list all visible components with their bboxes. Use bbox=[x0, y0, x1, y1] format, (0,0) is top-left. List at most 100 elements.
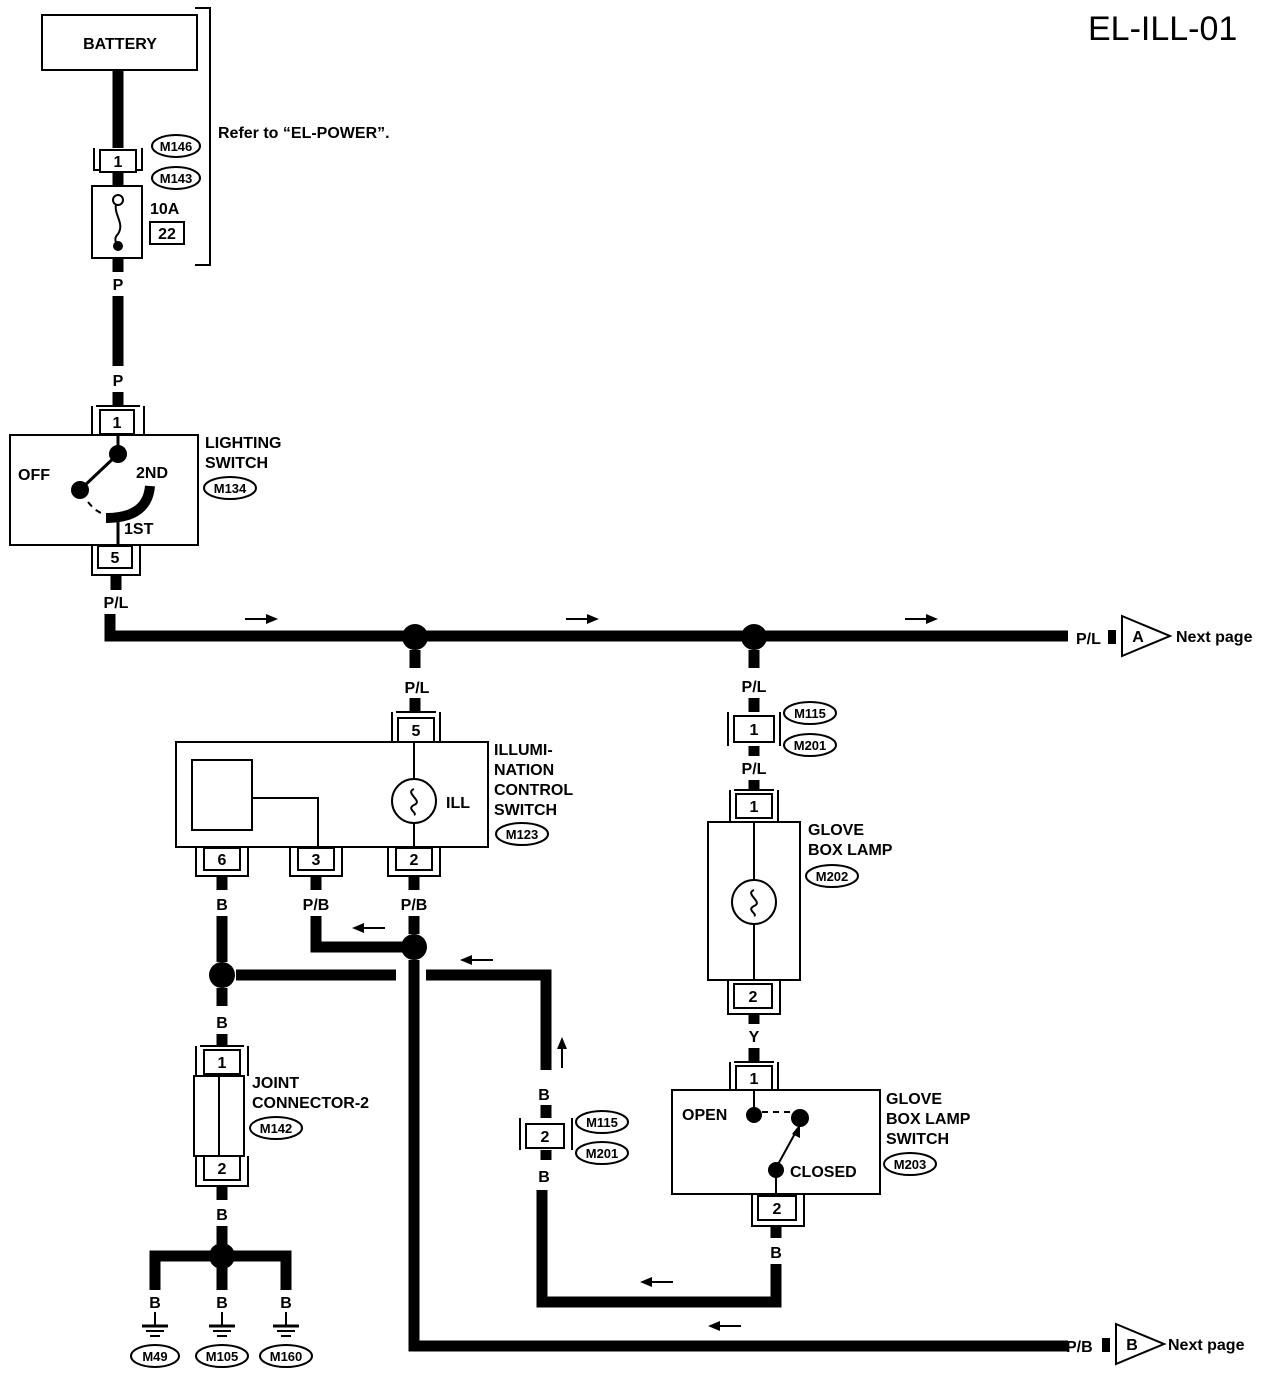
wire-label-b-joint-out: B bbox=[216, 1207, 228, 1224]
next-page-a-letter: A bbox=[1132, 629, 1144, 646]
wire-label-pl-ill: P/L bbox=[405, 680, 430, 697]
wire-label-pl-glove-a: P/L bbox=[742, 679, 767, 696]
mid-connector-m201: M201 bbox=[586, 1146, 619, 1161]
wire-label-pl-next: P/L bbox=[1076, 631, 1101, 648]
ill-lamp-label: ILL bbox=[446, 795, 470, 812]
glove-switch-name-3: SWITCH bbox=[886, 1131, 949, 1148]
glove-switch-connector: M203 bbox=[894, 1157, 927, 1172]
wire-label-y: Y bbox=[749, 1029, 760, 1046]
lighting-switch: 1 OFF 2ND 1ST LIGHTING SWITCH M134 5 bbox=[9, 405, 281, 576]
ground-m160: B M160 bbox=[259, 1295, 313, 1368]
lighting-switch-pin-out: 5 bbox=[111, 550, 120, 567]
splice-2 bbox=[741, 624, 767, 650]
joint-pin-top: 1 bbox=[218, 1055, 227, 1072]
fuse-connector: 1 M146 M143 bbox=[93, 134, 201, 190]
glove-lamp-connector: M202 bbox=[816, 869, 849, 884]
next-page-a-text: Next page bbox=[1176, 629, 1253, 646]
lighting-switch-name-1: LIGHTING bbox=[205, 435, 281, 452]
glove-switch-pin-top: 1 bbox=[750, 1071, 759, 1088]
fuse-number: 22 bbox=[158, 226, 176, 243]
ground-m160-label: M160 bbox=[270, 1349, 303, 1364]
glove-lamp: 1 GLOVE BOX LAMP M202 2 bbox=[707, 789, 893, 1015]
wire-label-b-g3: B bbox=[280, 1295, 292, 1312]
glove-connector-top-m201: M201 bbox=[794, 738, 827, 753]
fuse-connector-m143: M143 bbox=[160, 171, 193, 186]
glove-lamp-pin-top: 1 bbox=[750, 799, 759, 816]
mid-connector-pin: 2 bbox=[541, 1129, 550, 1146]
lighting-switch-name-2: SWITCH bbox=[205, 455, 268, 472]
battery: BATTERY bbox=[41, 14, 198, 71]
ill-switch-connector: M123 bbox=[506, 827, 539, 842]
wire-label-pb-next: P/B bbox=[1066, 1339, 1093, 1356]
fuse-rating: 10A bbox=[150, 201, 180, 218]
wire-pb-3-to-splice bbox=[310, 916, 404, 953]
wire-label-p-top: P bbox=[113, 277, 124, 294]
splice-1 bbox=[402, 624, 428, 650]
lighting-switch-pin-in: 1 bbox=[113, 415, 122, 432]
ground-m105-label: M105 bbox=[206, 1349, 239, 1364]
wire-label-pl-switch: P/L bbox=[104, 595, 129, 612]
diagram-code: EL-ILL-01 bbox=[1088, 10, 1237, 48]
wire-label-b-conn-top: B bbox=[538, 1087, 550, 1104]
lighting-switch-1st: 1ST bbox=[124, 521, 154, 538]
lighting-switch-2nd: 2ND bbox=[136, 465, 168, 482]
next-page-b-text: Next page bbox=[1168, 1337, 1245, 1354]
glove-switch-name-2: BOX LAMP bbox=[886, 1111, 971, 1128]
wire-label-pb-ill-3: P/B bbox=[303, 897, 330, 914]
joint-connector-id: M142 bbox=[260, 1121, 293, 1136]
flow-arrows-top bbox=[245, 614, 938, 624]
ill-switch-name-1: ILLUMI- bbox=[494, 742, 553, 759]
glove-lamp-pin-bottom: 2 bbox=[749, 989, 758, 1006]
ill-switch-pin-top: 5 bbox=[412, 723, 421, 740]
ground-m49-label: M49 bbox=[142, 1349, 167, 1364]
wire-label-b-g2: B bbox=[216, 1295, 228, 1312]
glove-switch-name-1: GLOVE bbox=[886, 1091, 942, 1108]
wire-ground-branch bbox=[149, 1250, 292, 1290]
mid-connector-m115: M115 bbox=[586, 1115, 618, 1130]
wire-label-b-g1: B bbox=[149, 1295, 161, 1312]
mid-connector: 2 M115 M201 bbox=[519, 1110, 629, 1165]
glove-connector-top-m115: M115 bbox=[794, 706, 826, 721]
splice-ground bbox=[209, 962, 235, 988]
glove-switch-pin-bottom: 2 bbox=[773, 1201, 782, 1218]
ill-switch-pin-6: 6 bbox=[218, 852, 227, 869]
next-page-b-letter: B bbox=[1126, 1337, 1138, 1354]
glove-switch-closed: CLOSED bbox=[790, 1164, 857, 1181]
wire-label-pl-glove-b: P/L bbox=[742, 761, 767, 778]
wire-label-pb-ill-2: P/B bbox=[401, 897, 428, 914]
ground-m105: B M105 bbox=[195, 1295, 249, 1368]
splice-pb bbox=[401, 934, 427, 960]
wire-label-b-ill-6: B bbox=[216, 897, 228, 914]
power-reference: Refer to “EL-POWER”. bbox=[195, 7, 390, 266]
battery-label: BATTERY bbox=[83, 36, 157, 53]
lighting-switch-connector: M134 bbox=[214, 481, 247, 496]
next-page-b: B Next page bbox=[1115, 1322, 1245, 1366]
joint-name-1: JOINT bbox=[252, 1075, 299, 1092]
glove-switch-open: OPEN bbox=[682, 1107, 727, 1124]
wire-pb-long bbox=[408, 960, 1068, 1352]
next-page-a: A Next page bbox=[1121, 614, 1253, 658]
illumination-switch: 5 ILL ILLUMI- NATION CONTROL SWITCH M123… bbox=[175, 711, 573, 877]
wire-label-b-conn-bottom: B bbox=[538, 1169, 550, 1186]
joint-name-2: CONNECTOR-2 bbox=[252, 1095, 369, 1112]
joint-connector: 1 2 JOINT CONNECTOR-2 M142 bbox=[193, 1045, 369, 1187]
joint-pin-bottom: 2 bbox=[218, 1161, 227, 1178]
glove-connector-top: 1 M115 M201 bbox=[727, 701, 837, 757]
glove-lamp-name-2: BOX LAMP bbox=[808, 842, 893, 859]
lighting-switch-off: OFF bbox=[18, 467, 50, 484]
power-reference-text: Refer to “EL-POWER”. bbox=[218, 125, 390, 142]
wire-b-return bbox=[536, 1190, 782, 1308]
fuse-connector-m146: M146 bbox=[160, 139, 193, 154]
glove-switch: 1 OPEN CLOSED GLOVE BOX LAMP SWITCH M203… bbox=[671, 1061, 971, 1227]
ill-switch-name-4: SWITCH bbox=[494, 802, 557, 819]
wire-b-to-mid-connector bbox=[426, 969, 552, 1070]
ground-m49: B M49 bbox=[130, 1295, 180, 1368]
ill-switch-pin-2: 2 bbox=[410, 852, 419, 869]
fuse-connector-pin: 1 bbox=[114, 154, 123, 171]
glove-lamp-name-1: GLOVE bbox=[808, 822, 864, 839]
glove-connector-top-pin: 1 bbox=[750, 722, 759, 739]
ill-switch-name-2: NATION bbox=[494, 762, 554, 779]
ill-switch-pin-3: 3 bbox=[312, 852, 321, 869]
wire-label-b-switch: B bbox=[770, 1245, 782, 1262]
